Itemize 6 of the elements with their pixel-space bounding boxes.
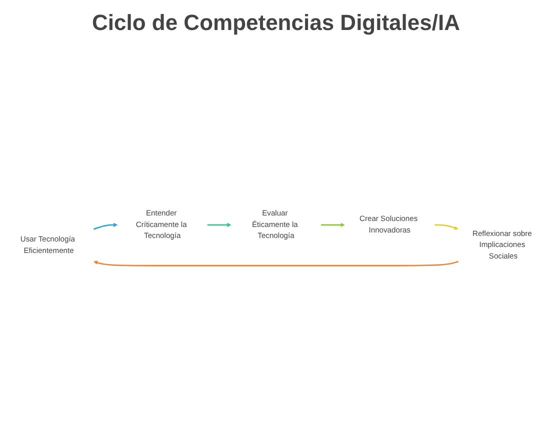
arrow bbox=[94, 222, 118, 230]
arrow bbox=[320, 222, 345, 227]
arrow bbox=[434, 224, 458, 230]
diagram-title: Ciclo de Competencias Digitales/IA bbox=[91, 10, 461, 36]
arrow bbox=[207, 222, 232, 227]
arrow bbox=[94, 260, 458, 266]
